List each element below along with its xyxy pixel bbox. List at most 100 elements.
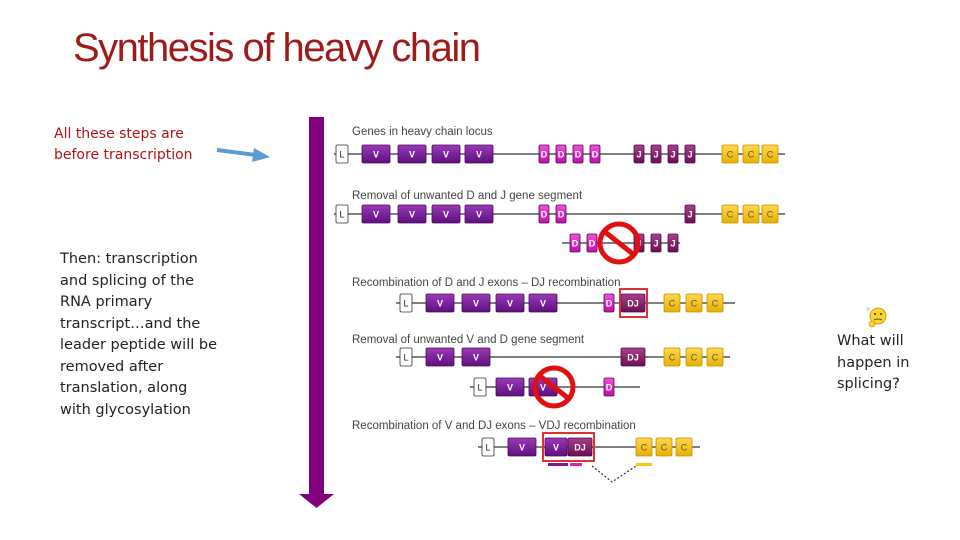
- segment-v: V: [464, 144, 494, 164]
- svg-text:C: C: [767, 210, 774, 220]
- segment-d: D: [555, 144, 567, 164]
- segment-j: J: [650, 233, 662, 253]
- segment-j: J: [667, 144, 679, 164]
- segment-c: C: [761, 204, 779, 224]
- segment-dj: DJ: [620, 293, 646, 313]
- segment-v: V: [495, 293, 525, 313]
- segment-c: C: [706, 293, 724, 313]
- svg-text:C: C: [691, 299, 698, 309]
- segment-v: V: [464, 204, 494, 224]
- segment-c: C: [761, 144, 779, 164]
- segment-v: V: [461, 347, 491, 367]
- segment-c: C: [742, 144, 760, 164]
- segment-d: D: [603, 377, 615, 397]
- svg-text:C: C: [727, 210, 734, 220]
- svg-text:C: C: [748, 150, 755, 160]
- d-underline: [570, 463, 582, 466]
- note-splicing-question: What will happen in splicing?: [837, 333, 910, 392]
- segment-v: V: [544, 437, 568, 457]
- svg-text:C: C: [681, 443, 688, 453]
- svg-text:V: V: [373, 210, 379, 220]
- svg-text:V: V: [409, 150, 415, 160]
- segment-j: J: [667, 233, 679, 253]
- segment-l: L: [481, 437, 495, 457]
- segment-d: D: [603, 293, 615, 313]
- segment-c: C: [706, 347, 724, 367]
- segment-c: C: [663, 293, 681, 313]
- svg-text:D: D: [575, 150, 582, 160]
- svg-text:L: L: [403, 353, 408, 363]
- segment-dj: DJ: [620, 347, 646, 367]
- segment-l: L: [335, 204, 349, 224]
- svg-text:V: V: [373, 150, 379, 160]
- segment-d: D: [572, 144, 584, 164]
- svg-text:D: D: [558, 210, 565, 220]
- svg-text:DJ: DJ: [574, 443, 586, 453]
- segment-v: V: [425, 347, 455, 367]
- svg-text:D: D: [541, 210, 548, 220]
- svg-text:V: V: [476, 210, 482, 220]
- segment-j: J: [684, 144, 696, 164]
- segment-c: C: [663, 347, 681, 367]
- svg-text:C: C: [712, 299, 719, 309]
- svg-text:D: D: [589, 239, 596, 249]
- svg-text:V: V: [437, 353, 443, 363]
- svg-text:D: D: [606, 299, 613, 309]
- vdj-highlight-box: [542, 432, 595, 462]
- blue-arrow-icon: [216, 148, 270, 162]
- svg-text:J: J: [687, 150, 692, 160]
- segment-d: D: [589, 144, 601, 164]
- segment-v: V: [361, 144, 391, 164]
- svg-text:V: V: [443, 210, 449, 220]
- segment-v: V: [361, 204, 391, 224]
- svg-text:DJ: DJ: [627, 353, 639, 363]
- svg-text:C: C: [669, 353, 676, 363]
- segment-c: C: [655, 437, 673, 457]
- segment-v: V: [397, 144, 427, 164]
- svg-text:D: D: [572, 239, 579, 249]
- segment-v: V: [461, 293, 491, 313]
- svg-text:V: V: [473, 353, 479, 363]
- segment-d: D: [538, 204, 550, 224]
- segment-v: V: [431, 144, 461, 164]
- svg-text:C: C: [669, 299, 676, 309]
- svg-text:D: D: [606, 383, 613, 393]
- svg-text:V: V: [519, 443, 525, 453]
- segment-l: L: [399, 293, 413, 313]
- svg-text:J: J: [653, 239, 658, 249]
- segment-l: L: [335, 144, 349, 164]
- page-title: Synthesis of heavy chain: [73, 26, 481, 70]
- no-sign-icon: [597, 221, 641, 265]
- segment-c: C: [635, 437, 653, 457]
- segment-c: C: [721, 204, 739, 224]
- thinking-face-icon: [866, 307, 887, 328]
- svg-text:D: D: [541, 150, 548, 160]
- svg-text:C: C: [767, 150, 774, 160]
- svg-text:C: C: [641, 443, 648, 453]
- purple-down-arrow-icon: [299, 117, 334, 508]
- splice-path: [591, 465, 637, 483]
- svg-text:L: L: [485, 443, 490, 453]
- step-label-1: Genes in heavy chain locus: [352, 126, 493, 138]
- segment-v: V: [397, 204, 427, 224]
- segment-c: C: [685, 293, 703, 313]
- note-before-transcription: All these steps are before transcription: [54, 126, 193, 163]
- segment-v: V: [495, 377, 525, 397]
- segment-j: J: [633, 144, 645, 164]
- svg-text:J: J: [670, 239, 675, 249]
- step-label-2: Removal of unwanted D and J gene segment: [352, 190, 583, 202]
- segment-v: V: [507, 437, 537, 457]
- svg-text:V: V: [437, 299, 443, 309]
- svg-text:V: V: [443, 150, 449, 160]
- no-sign-icon: [532, 365, 576, 409]
- svg-text:C: C: [712, 353, 719, 363]
- segment-v: V: [425, 293, 455, 313]
- segment-j: J: [684, 204, 696, 224]
- svg-text:L: L: [403, 299, 408, 309]
- svg-text:V: V: [540, 299, 546, 309]
- svg-text:C: C: [748, 210, 755, 220]
- segment-v: V: [528, 293, 558, 313]
